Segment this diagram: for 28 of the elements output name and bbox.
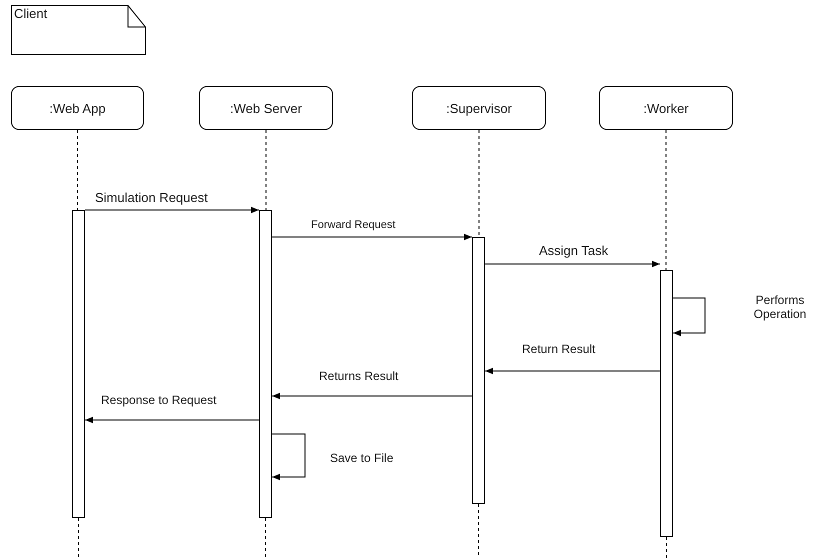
- edge-label: Assign Task: [539, 243, 608, 258]
- message-arrow: [272, 392, 472, 400]
- activation-bar: [660, 270, 673, 537]
- message-arrow: [84, 206, 260, 214]
- lifeline-head: :Web Server: [199, 86, 333, 130]
- lifeline-head: :Web App: [11, 86, 144, 130]
- lifeline: [478, 130, 480, 238]
- activation-bar: [72, 210, 85, 518]
- self-message-arrow: [272, 434, 306, 480]
- message-arrow: [84, 416, 260, 424]
- activation-bar: [472, 237, 485, 504]
- note-text: Client: [14, 6, 48, 21]
- edge-label: Response to Request: [101, 393, 216, 407]
- message-arrow: [272, 234, 472, 240]
- message-arrow: [484, 260, 660, 268]
- edge-label: Forward Request: [311, 219, 396, 231]
- lifeline-head: :Supervisor: [412, 86, 546, 130]
- lifeline: [77, 130, 78, 210]
- edge-label: Performs Operation: [752, 293, 808, 321]
- lifeline-head: :Worker: [599, 86, 733, 130]
- edge-label: Returns Result: [319, 369, 398, 383]
- edge-label: Save to File: [330, 451, 394, 465]
- message-arrow: [484, 368, 660, 374]
- edge-label: Return Result: [522, 342, 596, 356]
- edge-label: Simulation Request: [95, 190, 208, 205]
- self-message-arrow: [672, 298, 706, 336]
- note-shape: [11, 5, 146, 55]
- activation-bar: [259, 210, 272, 518]
